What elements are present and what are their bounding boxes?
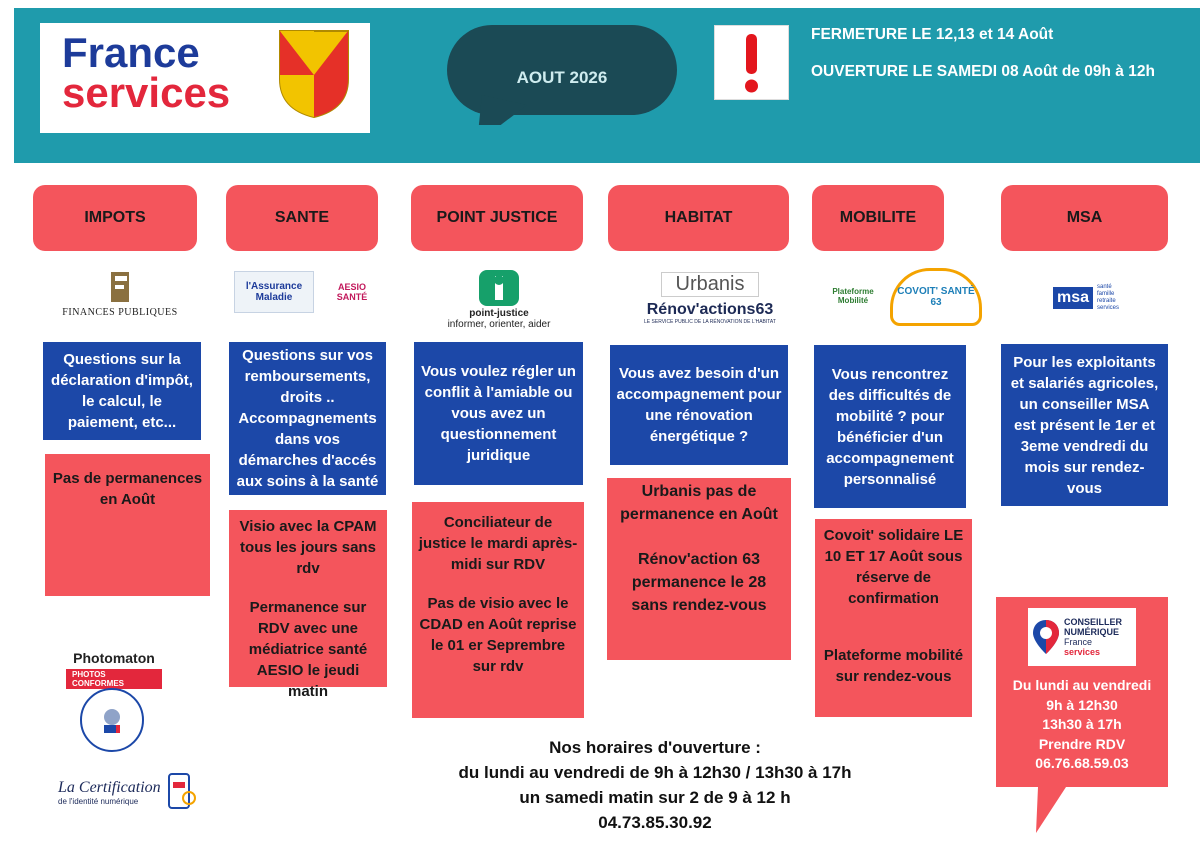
permanence-impots: Pas de permanences en Août [45,454,210,596]
badge-line-3: France [1064,637,1093,647]
conseiller-line-4: Prendre RDV [1038,735,1126,752]
finances-publiques-icon [111,272,129,302]
assurance-maladie-logo: l'Assurance Maladie [234,271,314,313]
conseiller-line-1: Du lundi au vendredi [1012,677,1152,693]
permanence-habitat-renovaction: Rénov'action 63 permanence le 28 sans re… [631,551,767,614]
category-impots: IMPOTS [33,185,197,251]
permanence-habitat: Urbanis pas de permanence en Août Rénov'… [607,478,791,660]
msa-mark: msa [1052,287,1093,309]
category-msa: MSA [1001,185,1168,251]
question-mobilite: Vous rencontrez des difficultés de mobil… [814,345,966,508]
point-justice-icon [479,270,519,306]
hours-weekdays: du lundi au vendredi de 9h à 12h30 / 13h… [458,763,852,782]
msa-text-4: services [1097,305,1120,311]
badge-line-1: CONSEILLER [1064,617,1123,627]
permanence-sante-cpam: Visio avec la CPAM tous les jours sans r… [239,518,377,577]
closure-notice: FERMETURE LE 12,13 et 14 Août OUVERTURE … [811,24,1200,98]
photomaton-sub: PHOTOS CONFORMES [66,669,162,689]
aesio-text: AESIO SANTÉ [336,282,368,302]
opening-hours: Nos horaires d'ouverture : du lundi au v… [410,735,900,835]
urbanis-text: Urbanis [660,271,760,297]
badge-line-2: NUMÉRIQUE [1064,627,1120,637]
coat-of-arms-icon [279,30,349,119]
category-habitat: HABITAT [608,185,789,251]
permanence-sante: Visio avec la CPAM tous les jours sans r… [229,510,387,700]
conseiller-line-3: 13h30 à 17h [1042,716,1122,732]
conseiller-numerique-badge: CONSEILLER NUMÉRIQUE France services [1028,608,1136,666]
renovactions-sub: LE SERVICE PUBLIC DE LA RÉNOVATION DE L'… [644,318,776,325]
question-justice: Vous voulez régler un conflit à l'amiabl… [414,342,583,485]
permanence-justice-conciliateur: Conciliateur de justice le mardi après-m… [418,514,578,573]
hours-title: Nos horaires d'ouverture : [549,738,761,757]
france-services-logo: France services [40,23,370,133]
msa-text-1: santé [1097,284,1112,290]
conseiller-phone: 06.76.68.59.03 [1035,755,1129,771]
renovactions-text: Rénov'actions63 [646,300,774,318]
urbanis-renovactions-logo: Urbanis Rénov'actions63 LE SERVICE PUBLI… [640,266,780,330]
finances-publiques-logo: FINANCES PUBLIQUES [60,268,180,320]
month-label: AOUT 2026 [516,68,608,87]
photomaton-text: Photomaton [73,650,155,666]
certification-logo: La Certification de l'identité numérique [58,770,203,814]
aesio-logo: AESIO SANTÉ [323,271,381,313]
permanence-mobilite-covoit: Covoit' solidaire LE 10 ET 17 Août sous … [823,527,964,607]
question-sante: Questions sur vos remboursements, droits… [229,342,386,495]
marianne-icon [104,709,120,733]
notice-opening: OUVERTURE LE SAMEDI 08 Août de 09h à 12h [811,63,1155,80]
permanence-justice-cdad: Pas de visio avec le CDAD en Août repris… [419,595,577,675]
plateforme-mobilite-logo: Plateforme Mobilité [822,278,884,314]
question-habitat: Vous avez besoin d'un accompagnement pou… [610,345,788,465]
covoit-sante-text: COVOIT' SANTÉ 63 [897,286,975,308]
photos-conformes-seal [80,688,144,752]
msa-text-3: retraite [1097,298,1116,304]
plateforme-mobilite-text: Plateforme Mobilité [832,287,874,305]
permanence-mobilite: Covoit' solidaire LE 10 ET 17 Août sous … [815,519,972,717]
permanence-mobilite-plateforme: Plateforme mobilité sur rendez-vous [823,647,964,685]
hours-saturday: un samedi matin sur 2 de 9 à 12 h [519,788,791,807]
assurance-maladie-text: l'Assurance Maladie [245,281,303,303]
category-point-justice: POINT JUSTICE [411,185,583,251]
permanence-justice: Conciliateur de justice le mardi après-m… [412,502,584,718]
category-mobilite: MOBILITE [812,185,944,251]
certification-sub: de l'identité numérique [58,796,139,806]
question-impots: Questions sur la déclaration d'impôt, le… [43,342,201,440]
point-justice-tagline: informer, orienter, aider [447,319,551,330]
phone-id-icon [167,773,196,809]
point-justice-logo: point-justice informer, orienter, aider [445,266,553,334]
conseiller-line-2: 9h à 12h30 [1046,696,1118,713]
certification-title: La Certification [58,778,161,796]
photomaton-logo: Photomaton PHOTOS CONFORMES [66,650,162,689]
msa-text-2: famille [1097,291,1115,297]
logo-line-services: services [62,69,231,116]
exclamation-icon [714,25,789,100]
logo-line-france: France [62,29,200,76]
permanence-habitat-urbanis: Urbanis pas de permanence en Août [620,483,778,523]
question-msa: Pour les exploitants et salariés agricol… [1001,344,1168,506]
msa-logo: msa santé famille retraite services [1046,280,1126,316]
point-justice-name: point-justice [469,308,529,319]
location-pin-icon [1033,620,1059,654]
category-sante: SANTE [226,185,378,251]
hours-phone: 04.73.85.30.92 [598,813,712,832]
header-banner: France services AOUT 2026 FERMETURE LE 1… [14,8,1200,163]
permanence-sante-aesio: Permanence sur RDV avec une médiatrice s… [248,599,368,700]
finances-publiques-text: FINANCES PUBLIQUES [62,307,178,318]
notice-closure: FERMETURE LE 12,13 et 14 Août [811,26,1054,43]
covoit-sante-logo: COVOIT' SANTÉ 63 [890,268,982,326]
conseiller-info: Du lundi au vendredi 9h à 12h30 13h30 à … [998,676,1166,774]
speech-bubble-icon [447,25,677,125]
badge-line-4: services [1064,647,1101,657]
